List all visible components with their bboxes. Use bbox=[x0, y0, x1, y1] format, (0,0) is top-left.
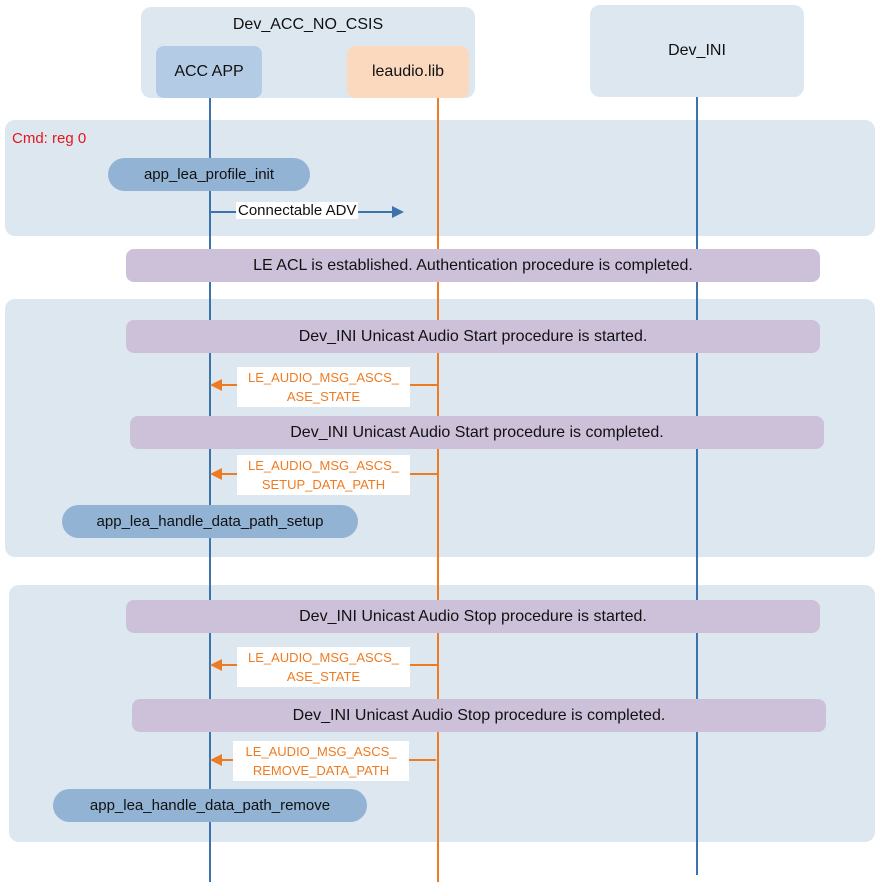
acl-established-banner: LE ACL is established. Authentication pr… bbox=[126, 249, 820, 282]
remove-data-path-message: LE_AUDIO_MSG_ASCS_ REMOVE_DATA_PATH bbox=[233, 741, 409, 781]
adv-label: Connectable ADV bbox=[236, 202, 359, 219]
ase-state-arrowhead bbox=[210, 379, 222, 391]
ase-state-message-line1: LE_AUDIO_MSG_ASCS_ bbox=[247, 370, 399, 385]
setup-data-path-message-line1: LE_AUDIO_MSG_ASCS_ bbox=[247, 458, 399, 473]
leaudio-lib-box: leaudio.lib bbox=[347, 46, 469, 98]
dev-ini-box bbox=[590, 5, 804, 97]
remove-data-path-message-line2: REMOVE_DATA_PATH bbox=[252, 763, 390, 778]
start-completed-banner: Dev_INI Unicast Audio Start procedure is… bbox=[130, 416, 824, 449]
remove-data-path-arrowhead bbox=[210, 754, 222, 766]
ase-state-message: LE_AUDIO_MSG_ASCS_ ASE_STATE bbox=[237, 367, 410, 407]
ase-state-message-line2: ASE_STATE bbox=[286, 389, 361, 404]
device-group-title: Dev_ACC_NO_CSIS bbox=[232, 16, 384, 33]
start-started-banner: Dev_INI Unicast Audio Start procedure is… bbox=[126, 320, 820, 353]
data-path-remove-handler: app_lea_handle_data_path_remove bbox=[53, 789, 367, 822]
data-path-setup-handler: app_lea_handle_data_path_setup bbox=[62, 505, 358, 538]
cmd-label: Cmd: reg 0 bbox=[12, 130, 87, 147]
stop-ase-state-message-line1: LE_AUDIO_MSG_ASCS_ bbox=[247, 650, 399, 665]
setup-data-path-arrowhead bbox=[210, 468, 222, 480]
stop-ase-state-arrowhead bbox=[210, 659, 222, 671]
adv-arrowhead bbox=[392, 206, 404, 218]
acc-app-box: ACC APP bbox=[156, 46, 262, 98]
profile-init-call: app_lea_profile_init bbox=[108, 158, 310, 191]
setup-data-path-message-line2: SETUP_DATA_PATH bbox=[261, 477, 386, 492]
stop-completed-banner: Dev_INI Unicast Audio Stop procedure is … bbox=[132, 699, 826, 732]
setup-data-path-message: LE_AUDIO_MSG_ASCS_ SETUP_DATA_PATH bbox=[237, 455, 410, 495]
stop-started-banner: Dev_INI Unicast Audio Stop procedure is … bbox=[126, 600, 820, 633]
dev-ini-lifeline bbox=[696, 97, 698, 875]
dev-ini-title: Dev_INI bbox=[668, 42, 726, 59]
leaudio-lib-lifeline bbox=[437, 98, 439, 882]
stop-ase-state-message-line2: ASE_STATE bbox=[286, 669, 361, 684]
acc-app-lifeline bbox=[209, 98, 211, 882]
stop-ase-state-message: LE_AUDIO_MSG_ASCS_ ASE_STATE bbox=[237, 647, 410, 687]
remove-data-path-message-line1: LE_AUDIO_MSG_ASCS_ bbox=[245, 744, 397, 759]
